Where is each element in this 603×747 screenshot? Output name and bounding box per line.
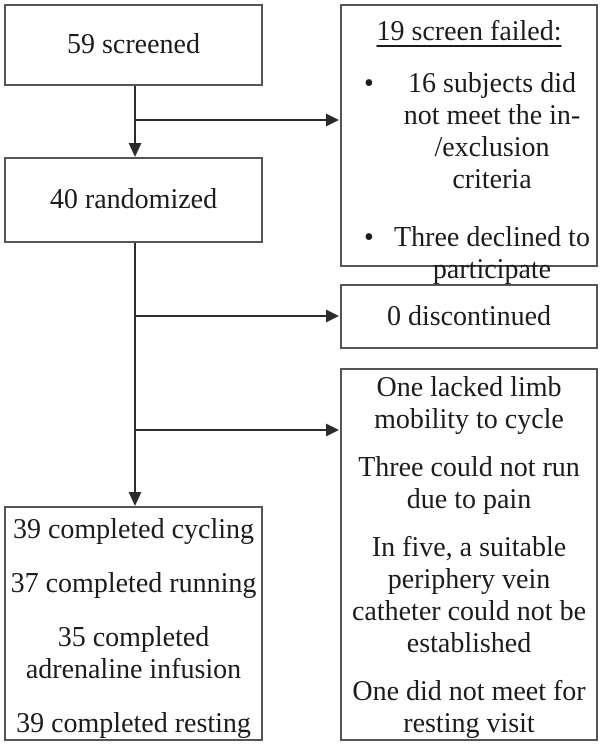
arrow-screened-to-randomized	[128, 85, 142, 157]
reason-paragraph: Three could not run due to pain	[358, 452, 580, 515]
bullet-icon: •	[364, 68, 374, 99]
box-discontinued: 0 discontinued	[340, 284, 598, 349]
arrow-randomized-to-completed	[128, 242, 142, 506]
box-screen-failed: 19 screen failed: • 16 subjects did not …	[340, 4, 598, 285]
screen-failed-bullet-2-text: Three declined to participate	[394, 222, 590, 285]
box-completed: 39 completed cycling 37 completed runnin…	[4, 506, 263, 741]
reason-paragraph: One lacked limb mobility to cycle	[374, 372, 564, 435]
arrow-to-non-completion-reasons	[135, 423, 339, 437]
arrow-to-discontinued	[135, 309, 339, 323]
screen-failed-heading: 19 screen failed:	[376, 16, 562, 47]
bullet-icon: •	[364, 222, 374, 253]
arrow-to-screen-failed	[135, 113, 339, 127]
completed-line: 39 completed cycling	[12, 514, 255, 545]
box-non-completion-reasons: One lacked limb mobility to cycle Three …	[340, 368, 598, 741]
randomized-label: 40 randomized	[49, 184, 218, 215]
screen-failed-bullet-1: • 16 subjects did not meet the in- /excl…	[342, 68, 596, 196]
screened-label: 59 screened	[67, 29, 200, 60]
completed-line: 35 completed adrenaline infusion	[25, 622, 242, 685]
box-randomized: 40 randomized	[4, 157, 263, 243]
discontinued-label: 0 discontinued	[386, 300, 552, 332]
screen-failed-bullet-2: • Three declined to participate	[342, 222, 596, 286]
completed-line: 39 completed resting	[16, 708, 251, 739]
reason-paragraph: One did not meet for resting visit	[352, 676, 586, 739]
box-screened: 59 screened	[4, 4, 263, 86]
reason-paragraph: In five, a suitable periphery vein cathe…	[351, 532, 586, 659]
completed-line: 37 completed running	[10, 568, 257, 599]
screen-failed-bullet-1-text: 16 subjects did not meet the in- /exclus…	[403, 68, 581, 195]
